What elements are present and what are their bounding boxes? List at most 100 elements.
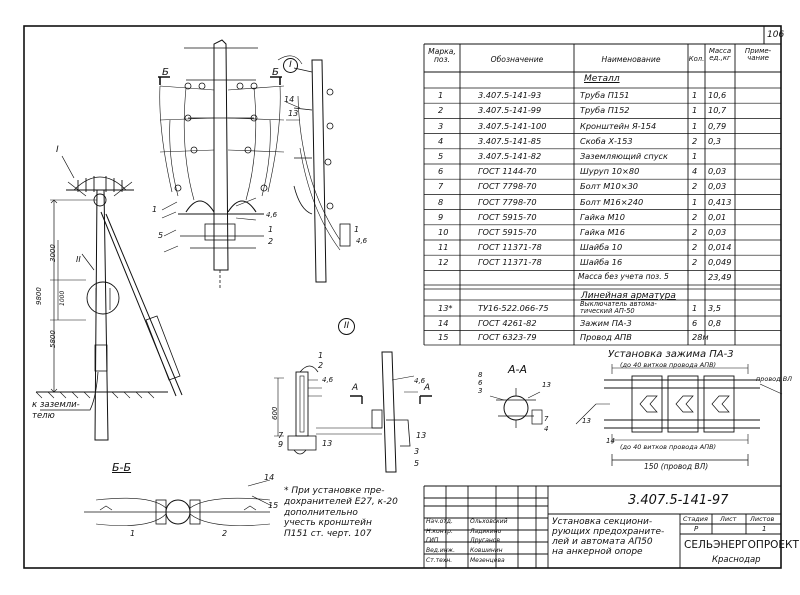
pos-label-1: 1	[152, 205, 158, 214]
clamp-dimension: 150 (провод ВЛ)	[644, 462, 709, 471]
cell-mass: 0,8	[708, 317, 722, 328]
cell-qty: 4	[692, 166, 698, 177]
pos-label-13-clamp: 13	[582, 417, 591, 425]
section-bb-drawing	[84, 479, 273, 526]
cell-mass: 0,01	[708, 211, 727, 222]
cell-name: Заземляющий спуск	[580, 150, 668, 161]
cell-designation: ГОСТ 1144-70	[478, 166, 537, 177]
cell-designation: 3.407.5-141-99	[478, 105, 542, 116]
cell-designation: ГОСТ 11371-78	[478, 257, 542, 268]
cell-designation: 3.407.5-141-82	[478, 150, 542, 161]
title-block-grid	[423, 485, 781, 568]
callout-ii-left: II	[76, 255, 81, 264]
cell-pos: 4	[438, 135, 444, 146]
cell-designation: 3.407.5-141-93	[478, 90, 542, 101]
pos-label-2b: 2	[318, 361, 324, 370]
pos-label-15-bb: 15	[268, 501, 279, 510]
cell-pos: 14	[438, 317, 449, 328]
cell-qty: 1	[692, 105, 698, 116]
pos-label-3b: 3	[478, 387, 483, 395]
header-note: Приме- чание	[744, 47, 772, 63]
cell-qty: 2	[692, 242, 698, 253]
clamp-note-bottom: (до 40 витков провода АПВ)	[620, 443, 717, 451]
cell-qty: 1	[692, 196, 698, 207]
pos-label-14-clamp: 14	[606, 437, 615, 445]
cell-pos: 10	[438, 226, 449, 237]
pos-label-46-right: 4,6	[356, 237, 368, 245]
cell-designation: ГОСТ 7798-70	[478, 196, 537, 207]
view-b-drawing	[158, 39, 285, 290]
detail-ii-drawing	[274, 351, 432, 473]
pos-label-13-b: 13	[416, 431, 427, 440]
detail-i-drawing	[277, 55, 351, 283]
cell-qty: 1	[692, 120, 698, 131]
cell-pos: 5	[438, 150, 444, 161]
cell-mass: 10,7	[708, 105, 727, 116]
pos-label-13-top: 13	[288, 109, 299, 118]
cell-mass: 0,79	[708, 120, 727, 131]
cell-pos: 13*	[438, 302, 453, 313]
cell-qty: 1	[692, 90, 698, 101]
cell-designation: 3.407.5-141-85	[478, 135, 542, 146]
cell-qty: 28м	[692, 332, 709, 343]
signature-name: Мезенцева	[470, 556, 505, 564]
pos-label-1-bb: 1	[130, 529, 136, 538]
stage-label: Стадия	[683, 515, 708, 523]
header-pos: Марка, поз.	[428, 47, 456, 64]
pos-label-14-bb: 14	[264, 473, 275, 482]
cell-pos: 1	[438, 90, 444, 101]
header-mass: Масса ед.,кг	[708, 47, 732, 63]
clamp-wire-label: провод ВЛ	[756, 375, 793, 383]
cell-name: Шуруп 10×80	[580, 166, 640, 177]
cell-name: Провод АПВ	[580, 332, 632, 343]
cell-qty: 6	[692, 317, 698, 328]
cell-designation: ГОСТ 6323-79	[478, 332, 537, 343]
signature-role: Вед.инж.	[426, 547, 455, 555]
stage-value: Р	[694, 525, 699, 533]
cell-designation: ГОСТ 5915-70	[478, 226, 537, 237]
view-a-mark-right: А	[424, 383, 431, 393]
page-number: 106	[767, 30, 785, 40]
cell-name: Болт М16×240	[580, 196, 644, 207]
signature-name: Друганов	[470, 537, 501, 545]
signature-role: Ст.техн.	[426, 556, 453, 564]
pos-label-46-e: 4,6	[414, 377, 426, 385]
cell-mass: 0,413	[708, 196, 732, 207]
cell-mass: 0,03	[708, 166, 727, 177]
pos-label-3: 3	[414, 447, 420, 456]
doc-code: 3.407.5-141-97	[628, 493, 729, 508]
org-name: СЕЛЬЭНЕРГОПРОЕКТ	[684, 539, 799, 551]
cell-pos: 15	[438, 332, 449, 343]
cell-name: Зажим ПА-3	[580, 317, 632, 328]
pos-label-1b: 1	[268, 225, 274, 234]
pos-label-14-top: 14	[284, 95, 295, 104]
cell-mass: 3,5	[708, 302, 722, 313]
pos-label-13-aa: 13	[542, 381, 551, 389]
view-a-mark-left: А	[352, 383, 359, 393]
cell-pos: 8	[438, 196, 444, 207]
cell-name: Выключатель автома- тический АП-50	[580, 300, 657, 315]
section-bb-title: Б-Б	[112, 461, 132, 474]
cell-qty: 2	[692, 257, 698, 268]
view-b-mark-left: Б	[162, 67, 169, 78]
spec-table-rows	[424, 87, 781, 346]
pos-label-2-bb: 2	[222, 529, 228, 538]
cell-name: Труба П152	[580, 105, 630, 116]
pos-label-2: 2	[268, 237, 274, 246]
dim-5800: 5800	[49, 330, 57, 348]
cell-qty: 2	[692, 181, 698, 192]
sheets-label: Листов	[750, 515, 775, 523]
sheet-frame	[23, 25, 782, 569]
pos-label-7b: 7	[544, 415, 549, 423]
header-name: Наименование	[601, 55, 661, 64]
clamp-note-top: (до 40 витков провода АПВ)	[620, 361, 717, 369]
cell-mass: 0,03	[708, 226, 727, 237]
section-aa-drawing	[489, 388, 543, 428]
pos-label-4: 4	[544, 425, 549, 433]
cell-pos: 2	[438, 105, 444, 116]
cell-designation: 3.407.5-141-100	[478, 120, 547, 131]
cell-designation: ГОСТ 5915-70	[478, 211, 537, 222]
cell-name: Гайка М16	[580, 226, 625, 237]
cell-pos: 3	[438, 120, 444, 131]
